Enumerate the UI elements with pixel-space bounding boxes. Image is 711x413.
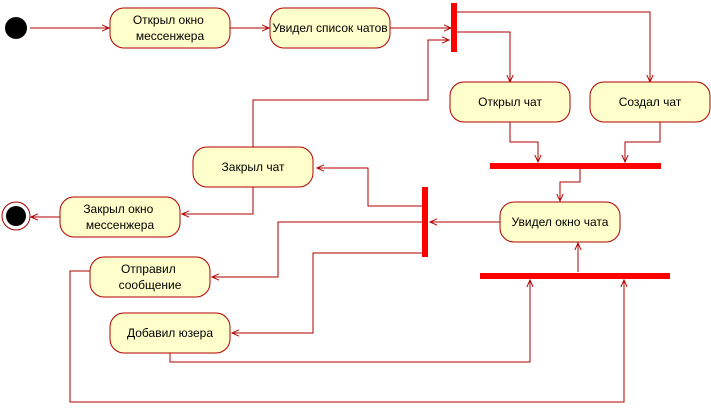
action-saw-chat-window: Увидел окно чата: [499, 201, 621, 243]
edges: [30, 11, 661, 403]
edge-fork2-to-closed-chat: [317, 168, 422, 207]
initial-node: [5, 17, 27, 39]
action-saw-chat-list: Увидел список чатов: [269, 7, 391, 49]
edge-fork-to-created-chat: [457, 11, 650, 82]
action-added-user: Добавил юзера: [109, 312, 231, 354]
action-label: Закрыл окно мессенжера: [83, 202, 156, 232]
sync-bars: [422, 3, 670, 279]
edge-sent-message-to-join2: [69, 270, 624, 403]
action-label: Отправил сообщение: [119, 262, 182, 292]
final-node: [1, 201, 31, 231]
action-closed-chat: Закрыл чат: [192, 146, 314, 188]
edge-closed-chat-to-fork: [252, 40, 449, 147]
action-label: Создал чат: [619, 95, 682, 109]
edge-opened-chat-to-join: [509, 122, 538, 162]
action-sent-message: Отправил сообщение: [89, 256, 211, 298]
edge-closed-chat-to-closed-messenger: [182, 187, 254, 214]
action-closed-messenger: Закрыл окно мессенжера: [59, 196, 181, 238]
join-bar-bottom: [480, 273, 670, 279]
action-label: Закрыл чат: [222, 160, 285, 174]
join-bar-middle: [490, 163, 661, 169]
edge-fork2-to-sent-message: [212, 221, 422, 277]
action-label: Открыл чат: [478, 95, 542, 109]
action-label: Увидел окно чата: [512, 215, 609, 229]
edge-fork2-to-added-user: [232, 252, 422, 333]
action-label: Открыл окно мессенжера: [133, 13, 207, 43]
action-created-chat: Создал чат: [589, 81, 711, 123]
edge-join-to-chat-window: [560, 169, 581, 201]
edge-fork-to-opened-chat: [457, 31, 510, 82]
edge-added-user-to-join2: [169, 280, 530, 363]
action-opened-messenger: Открыл окно мессенжера: [109, 7, 231, 49]
action-label: Увидел список чатов: [272, 21, 387, 35]
edge-created-chat-to-join: [625, 122, 661, 162]
action-opened-chat: Открыл чат: [449, 81, 571, 123]
fork-bar-lower: [422, 187, 428, 257]
fork-bar-top: [451, 3, 457, 52]
action-label: Добавил юзера: [127, 326, 213, 340]
